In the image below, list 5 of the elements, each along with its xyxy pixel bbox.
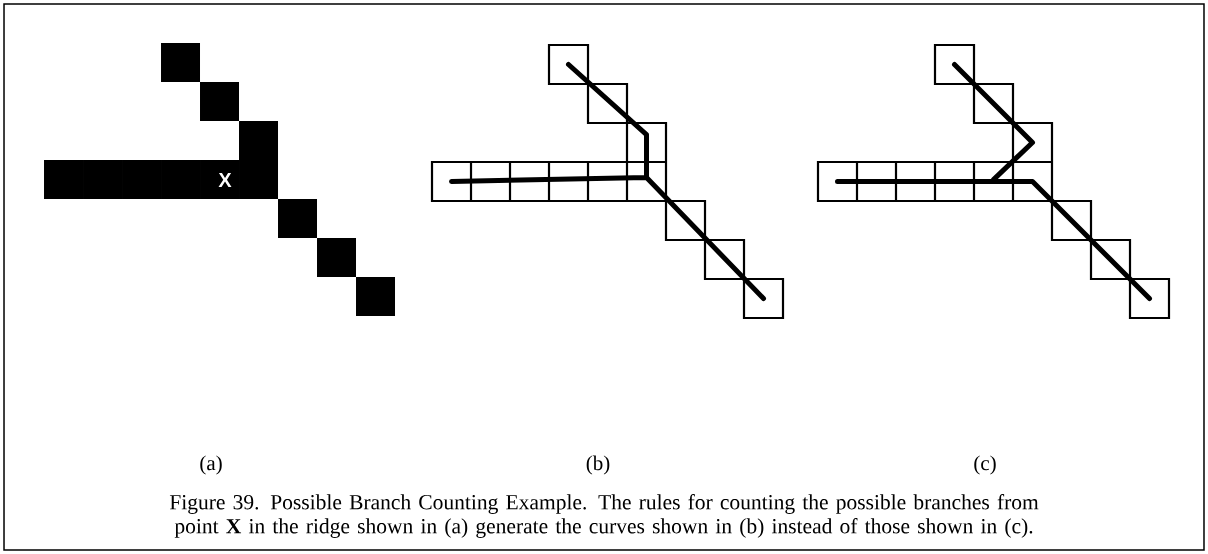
panel-label: (c) xyxy=(974,455,996,475)
panel-label: (b) xyxy=(586,455,610,475)
point-label: X xyxy=(218,173,232,187)
panel-label: (a) xyxy=(200,455,222,475)
figure-caption: Figure 39. Possible Branch Counting Example. The rules for counting the possible branches from point X in the ridge shown in (a) generate the curves shown in (b) instead of those shown in (c). xyxy=(169,494,1039,538)
